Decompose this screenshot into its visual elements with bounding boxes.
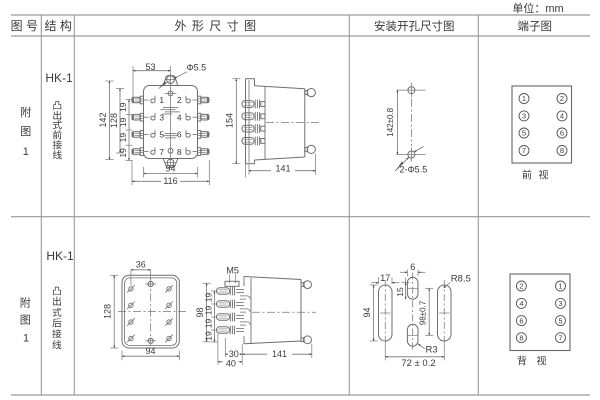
svg-text:3: 3 (522, 112, 526, 121)
svg-text:线: 线 (52, 338, 62, 351)
svg-text:7: 7 (159, 147, 164, 157)
svg-text:8: 8 (177, 147, 182, 157)
svg-text:结 构: 结 构 (45, 18, 72, 33)
svg-text:4: 4 (177, 112, 182, 122)
svg-text:94: 94 (165, 164, 175, 174)
svg-text:3: 3 (159, 112, 164, 122)
svg-text:141: 141 (272, 349, 287, 359)
svg-text:17: 17 (380, 273, 390, 283)
svg-text:安装开孔尺寸图: 安装开孔尺寸图 (374, 19, 455, 33)
svg-text:30: 30 (229, 349, 239, 359)
svg-text:1: 1 (159, 95, 164, 105)
svg-text:2: 2 (177, 95, 182, 105)
svg-text:6: 6 (177, 130, 182, 140)
svg-text:15: 15 (395, 287, 405, 297)
svg-text:线: 线 (52, 149, 62, 162)
svg-text:6: 6 (560, 129, 564, 138)
svg-text:图: 图 (20, 125, 31, 138)
svg-text:2-Φ5.5: 2-Φ5.5 (400, 165, 428, 175)
svg-text:后: 后 (52, 318, 62, 330)
svg-text:1: 1 (522, 94, 526, 103)
svg-text:6: 6 (519, 316, 523, 325)
svg-text:19: 19 (203, 331, 213, 341)
svg-text:HK-1: HK-1 (45, 71, 73, 85)
svg-text:R8.5: R8.5 (451, 274, 471, 285)
svg-text:7: 7 (558, 333, 562, 342)
svg-text:36: 36 (136, 260, 146, 270)
svg-text:图: 图 (20, 313, 31, 326)
svg-text:寸: 寸 (227, 19, 239, 33)
svg-text:4: 4 (519, 299, 523, 308)
svg-text:接: 接 (52, 139, 62, 152)
svg-text:1: 1 (23, 146, 29, 158)
svg-text:8: 8 (519, 333, 523, 342)
svg-text:40: 40 (226, 359, 236, 369)
svg-text:19: 19 (203, 306, 213, 316)
svg-text:141: 141 (275, 163, 290, 173)
svg-text:M5: M5 (226, 265, 239, 275)
svg-text:5: 5 (558, 316, 562, 325)
svg-text:19: 19 (203, 293, 213, 303)
svg-text:94: 94 (145, 346, 155, 356)
svg-text:19: 19 (118, 102, 128, 112)
svg-text:128: 128 (103, 304, 113, 319)
svg-text:凸: 凸 (52, 100, 62, 112)
svg-text:视: 视 (537, 355, 547, 368)
svg-text:5: 5 (159, 130, 164, 140)
svg-text:Φ5.5: Φ5.5 (187, 62, 207, 72)
svg-text:142: 142 (98, 112, 108, 127)
svg-text:形: 形 (192, 19, 204, 33)
svg-text:19: 19 (118, 148, 128, 158)
svg-text:19: 19 (203, 319, 213, 329)
svg-text:142±0.8: 142±0.8 (386, 107, 395, 136)
svg-text:接: 接 (52, 328, 62, 341)
svg-text:94: 94 (362, 307, 372, 317)
svg-text:HK-1: HK-1 (46, 249, 74, 263)
svg-text:前: 前 (52, 129, 62, 142)
svg-text:19: 19 (118, 133, 128, 143)
svg-text:116: 116 (163, 176, 177, 186)
svg-text:154: 154 (225, 113, 235, 128)
svg-text:R3: R3 (426, 345, 438, 356)
svg-text:2: 2 (560, 94, 564, 103)
svg-text:附: 附 (20, 295, 31, 309)
svg-text:6: 6 (410, 262, 415, 272)
svg-text:前: 前 (522, 169, 532, 182)
svg-text:端子图: 端子图 (518, 20, 553, 33)
svg-text:98: 98 (195, 307, 205, 317)
svg-text:背: 背 (517, 355, 527, 368)
svg-text:3: 3 (558, 299, 562, 308)
svg-text:4: 4 (560, 112, 564, 121)
svg-text:72 ± 0.2: 72 ± 0.2 (401, 358, 435, 369)
svg-text:凸: 凸 (52, 285, 62, 297)
svg-text:5: 5 (522, 129, 526, 138)
svg-text:单位：mm: 单位：mm (512, 1, 563, 15)
svg-text:1: 1 (23, 332, 29, 344)
svg-text:式: 式 (52, 119, 62, 132)
svg-text:8: 8 (560, 146, 564, 155)
svg-text:出: 出 (52, 109, 62, 122)
svg-text:1: 1 (558, 282, 562, 291)
svg-text:53: 53 (145, 62, 155, 72)
svg-text:19: 19 (118, 117, 128, 127)
svg-text:2: 2 (519, 282, 523, 291)
svg-text:98±0.7: 98±0.7 (419, 300, 428, 325)
svg-text:出: 出 (52, 295, 62, 308)
svg-text:式: 式 (52, 306, 62, 319)
svg-text:尺: 尺 (209, 19, 221, 33)
svg-text:128: 128 (109, 113, 119, 128)
svg-text:附: 附 (20, 105, 31, 119)
svg-text:图 号: 图 号 (11, 19, 38, 33)
svg-text:图: 图 (244, 19, 256, 33)
svg-text:7: 7 (522, 146, 526, 155)
svg-text:视: 视 (539, 169, 549, 182)
svg-text:外: 外 (174, 19, 186, 33)
